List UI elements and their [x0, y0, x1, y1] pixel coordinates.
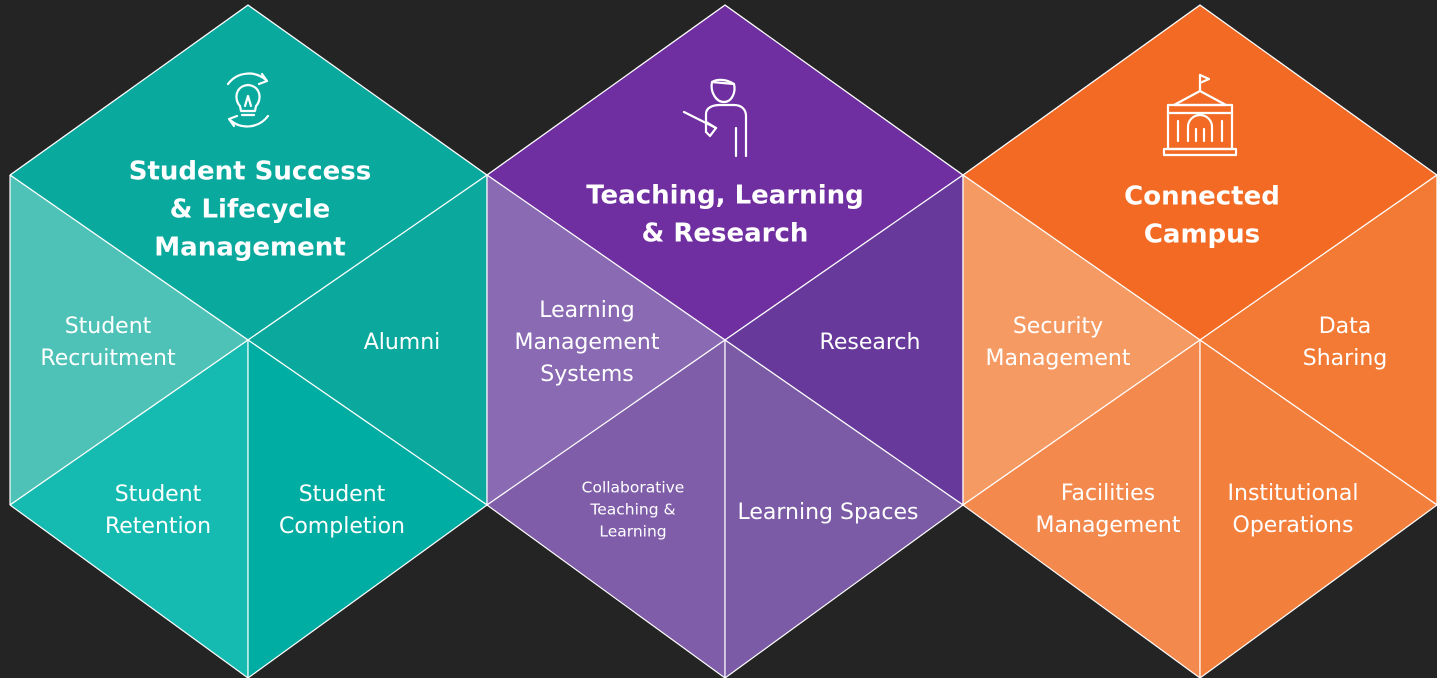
collaborative-label-line: Learning [599, 523, 666, 541]
teacher-pointer-icon [682, 78, 748, 158]
alumni-label-line: Alumni [364, 330, 441, 355]
bg-corner-left [0, 505, 10, 678]
student-success-hexagon [8, 4, 489, 678]
student-success-title-line: Management [154, 233, 345, 263]
collaborative-label-line: Collaborative [582, 479, 685, 497]
student-recruitment-label-line: Student [65, 314, 152, 339]
bg-notch-top-3 [1200, 0, 1437, 175]
data-sharing-label-line: Sharing [1303, 346, 1387, 371]
teaching-learning-hexagon [485, 4, 965, 678]
lms-label-line: Learning [539, 298, 635, 323]
facilities-management-label-line: Management [1036, 513, 1181, 538]
connected-campus-title-line: Connected [1124, 182, 1280, 212]
teaching-learning-title-line: & Research [642, 219, 809, 249]
learning-spaces-label: Learning Spaces [737, 500, 918, 525]
hex-top-edges [9, 4, 1437, 176]
data-sharing-label-line: Data [1319, 314, 1372, 339]
bg-corner-top-left [0, 0, 248, 175]
bg-notch-top-2 [725, 0, 1200, 175]
campus-building-icon [1162, 73, 1238, 157]
student-completion-label-line: Student [299, 482, 386, 507]
learning-spaces-label-line: Learning Spaces [737, 500, 918, 525]
bg-notch-3 [725, 505, 1200, 678]
bg-notch-top-1 [248, 0, 725, 175]
teaching-learning-title: Teaching, Learning & Research [586, 181, 863, 249]
alumni-label: Alumni [364, 330, 441, 355]
collaborative-label-line: Teaching & [589, 501, 675, 519]
student-retention-label-line: Student [115, 482, 202, 507]
bg-notch-2 [248, 505, 725, 678]
facilities-management-label-line: Facilities [1061, 481, 1155, 506]
connected-campus-title-line: Campus [1144, 220, 1260, 250]
student-success-title-line: Student Success [129, 157, 372, 187]
teaching-learning-title-line: Teaching, Learning [586, 181, 863, 211]
institutional-operations-label-line: Operations [1233, 513, 1354, 538]
student-completion-label-line: Completion [279, 514, 405, 539]
research-label-line: Research [820, 330, 921, 355]
student-recruitment-label-line: Recruitment [40, 346, 176, 371]
lms-label-line: Systems [540, 362, 634, 387]
security-management-label-line: Management [986, 346, 1131, 371]
security-management-label-line: Security [1013, 314, 1103, 339]
lightbulb-cycle-icon [226, 72, 270, 128]
student-retention-label-line: Retention [105, 514, 211, 539]
student-success-title-line: & Lifecycle [170, 195, 330, 225]
lms-label-line: Management [515, 330, 660, 355]
institutional-operations-label-line: Institutional [1228, 481, 1359, 506]
research-label: Research [820, 330, 921, 355]
